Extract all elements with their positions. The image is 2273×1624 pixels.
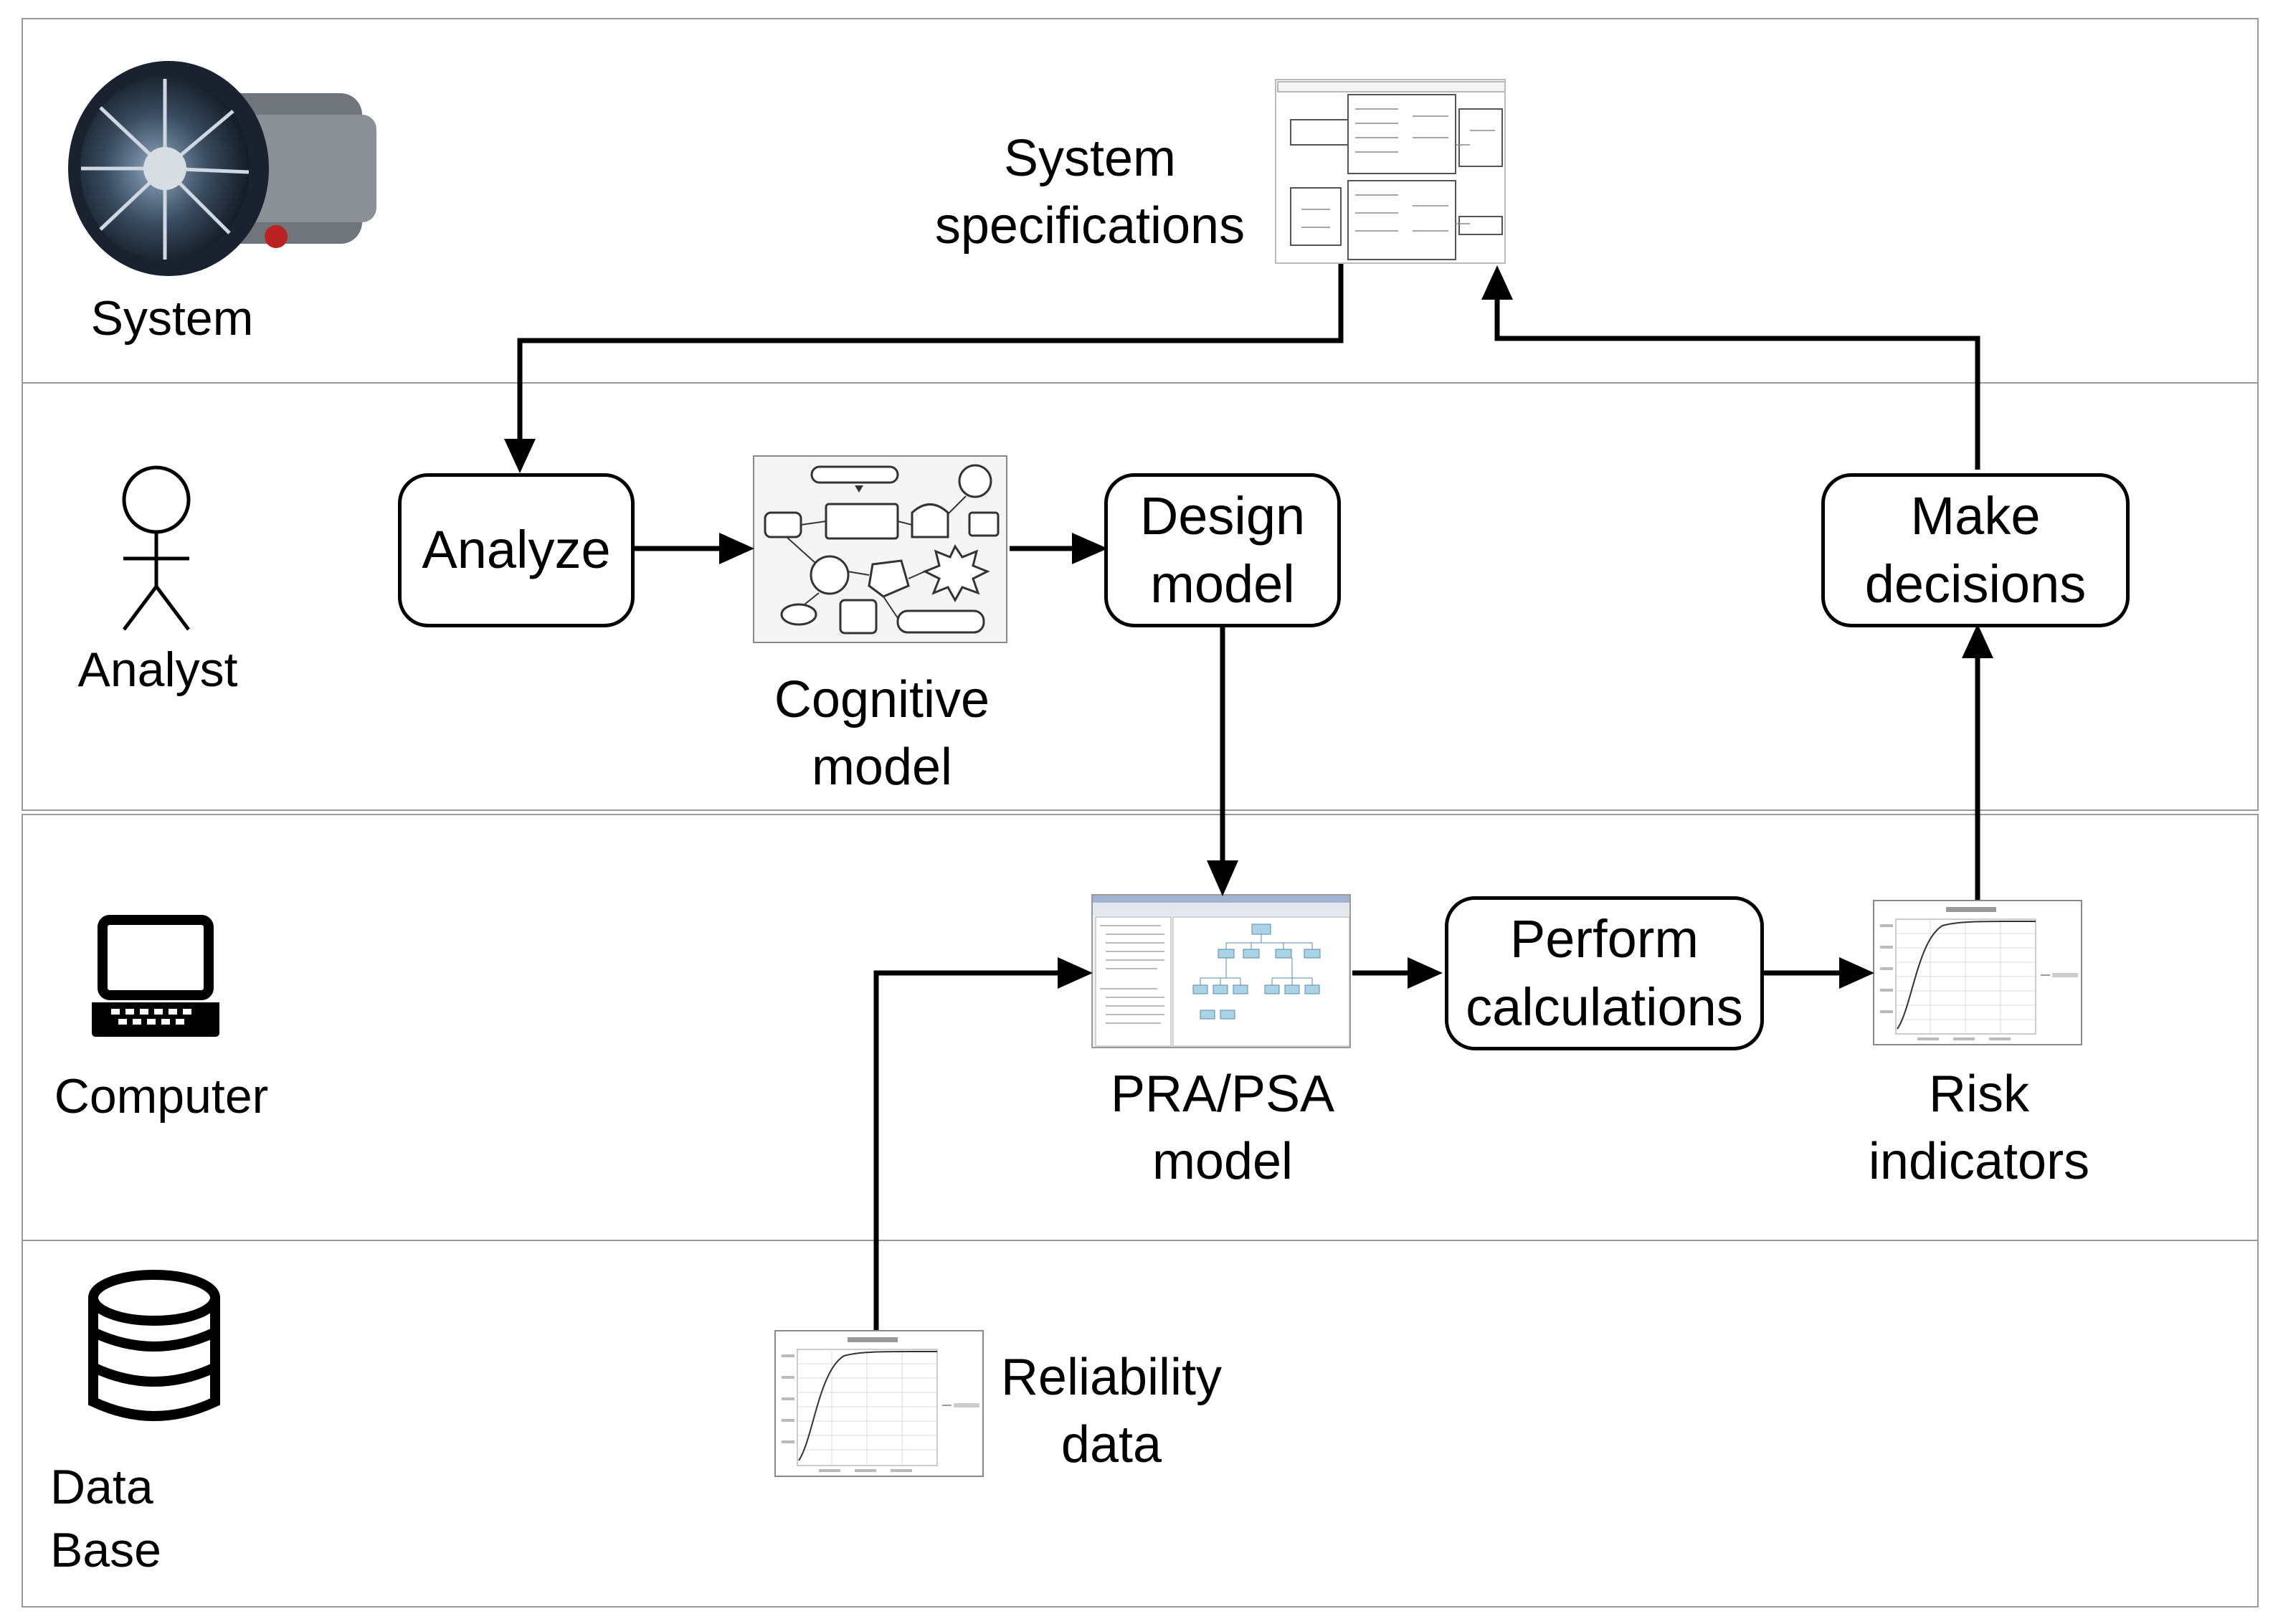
system-specifications-caption: System specifications (934, 130, 1245, 255)
cognitive-model-caption: Cognitive model (774, 671, 990, 796)
reliability-data-caption: Reliability data (1000, 1349, 1223, 1473)
reliability-data-thumbnail (774, 1330, 984, 1477)
risk-indicators-thumbnail (1873, 900, 2082, 1045)
cognitive-model-thumbnail (753, 455, 1007, 643)
analyze-node: Analyze (398, 473, 635, 627)
lane-label-analyst: Analyst (77, 642, 238, 697)
system-specifications-thumbnail (1275, 79, 1506, 264)
make-decisions-node: Make decisions (1821, 473, 2130, 627)
lane-label-computer: Computer (54, 1069, 269, 1124)
perform-calculations-node: Perform calculations (1445, 896, 1764, 1050)
pra-psa-model-caption: PRA/PSA model (1110, 1065, 1335, 1190)
design-model-node: Design model (1104, 473, 1341, 627)
lane-label-database: Data Base (50, 1460, 161, 1578)
risk-indicators-caption: Risk indicators (1868, 1065, 2090, 1190)
lane-label-system: System (90, 291, 254, 346)
lane-database (22, 1240, 2259, 1608)
pra-psa-model-thumbnail (1091, 894, 1351, 1048)
